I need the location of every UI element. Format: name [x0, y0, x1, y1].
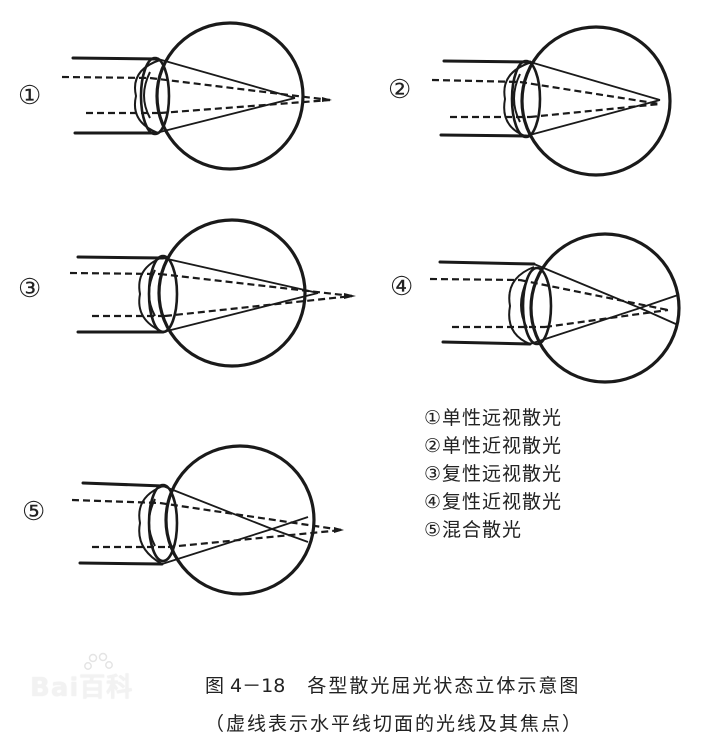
paw-icon [84, 652, 113, 670]
watermark: Bai百科 [30, 673, 134, 703]
panel-label-1: ① [18, 81, 42, 111]
panel-label-2: ② [388, 75, 412, 105]
legend-item: ④复性近视散光 [424, 491, 563, 513]
panel-label-4: ④ [390, 272, 414, 302]
figure-title: 各型散光屈光状态立体示意图 [307, 675, 581, 697]
legend-item: ⑤混合散光 [424, 519, 523, 541]
legend-item: ②单性近视散光 [424, 435, 563, 457]
caption-title-line: 图 4－18 各型散光屈光状态立体示意图 [205, 667, 583, 705]
legend: ①单性远视散光 ②单性近视散光 ③复性远视散光 ④复性近视散光 ⑤混合散光 [424, 404, 562, 544]
eye-diagram-5 [71, 444, 344, 596]
panel-label-5: ⑤ [22, 497, 46, 527]
eye-diagram-2 [431, 25, 672, 177]
figure-caption: 图 4－18 各型散光屈光状态立体示意图 （虚线表示水平线切面的光线及其焦点） [205, 667, 583, 743]
legend-item: ③复性远视散光 [424, 463, 563, 485]
eye-diagram-4 [429, 232, 681, 384]
legend-item: ①单性远视散光 [424, 407, 563, 429]
figure-number: 图 4－18 [205, 675, 286, 697]
panel-label-3: ③ [18, 274, 42, 304]
figure-subtitle: （虚线表示水平线切面的光线及其焦点） [205, 713, 584, 735]
eye-diagram-3 [69, 218, 356, 368]
eye-diagram-1 [61, 21, 332, 171]
